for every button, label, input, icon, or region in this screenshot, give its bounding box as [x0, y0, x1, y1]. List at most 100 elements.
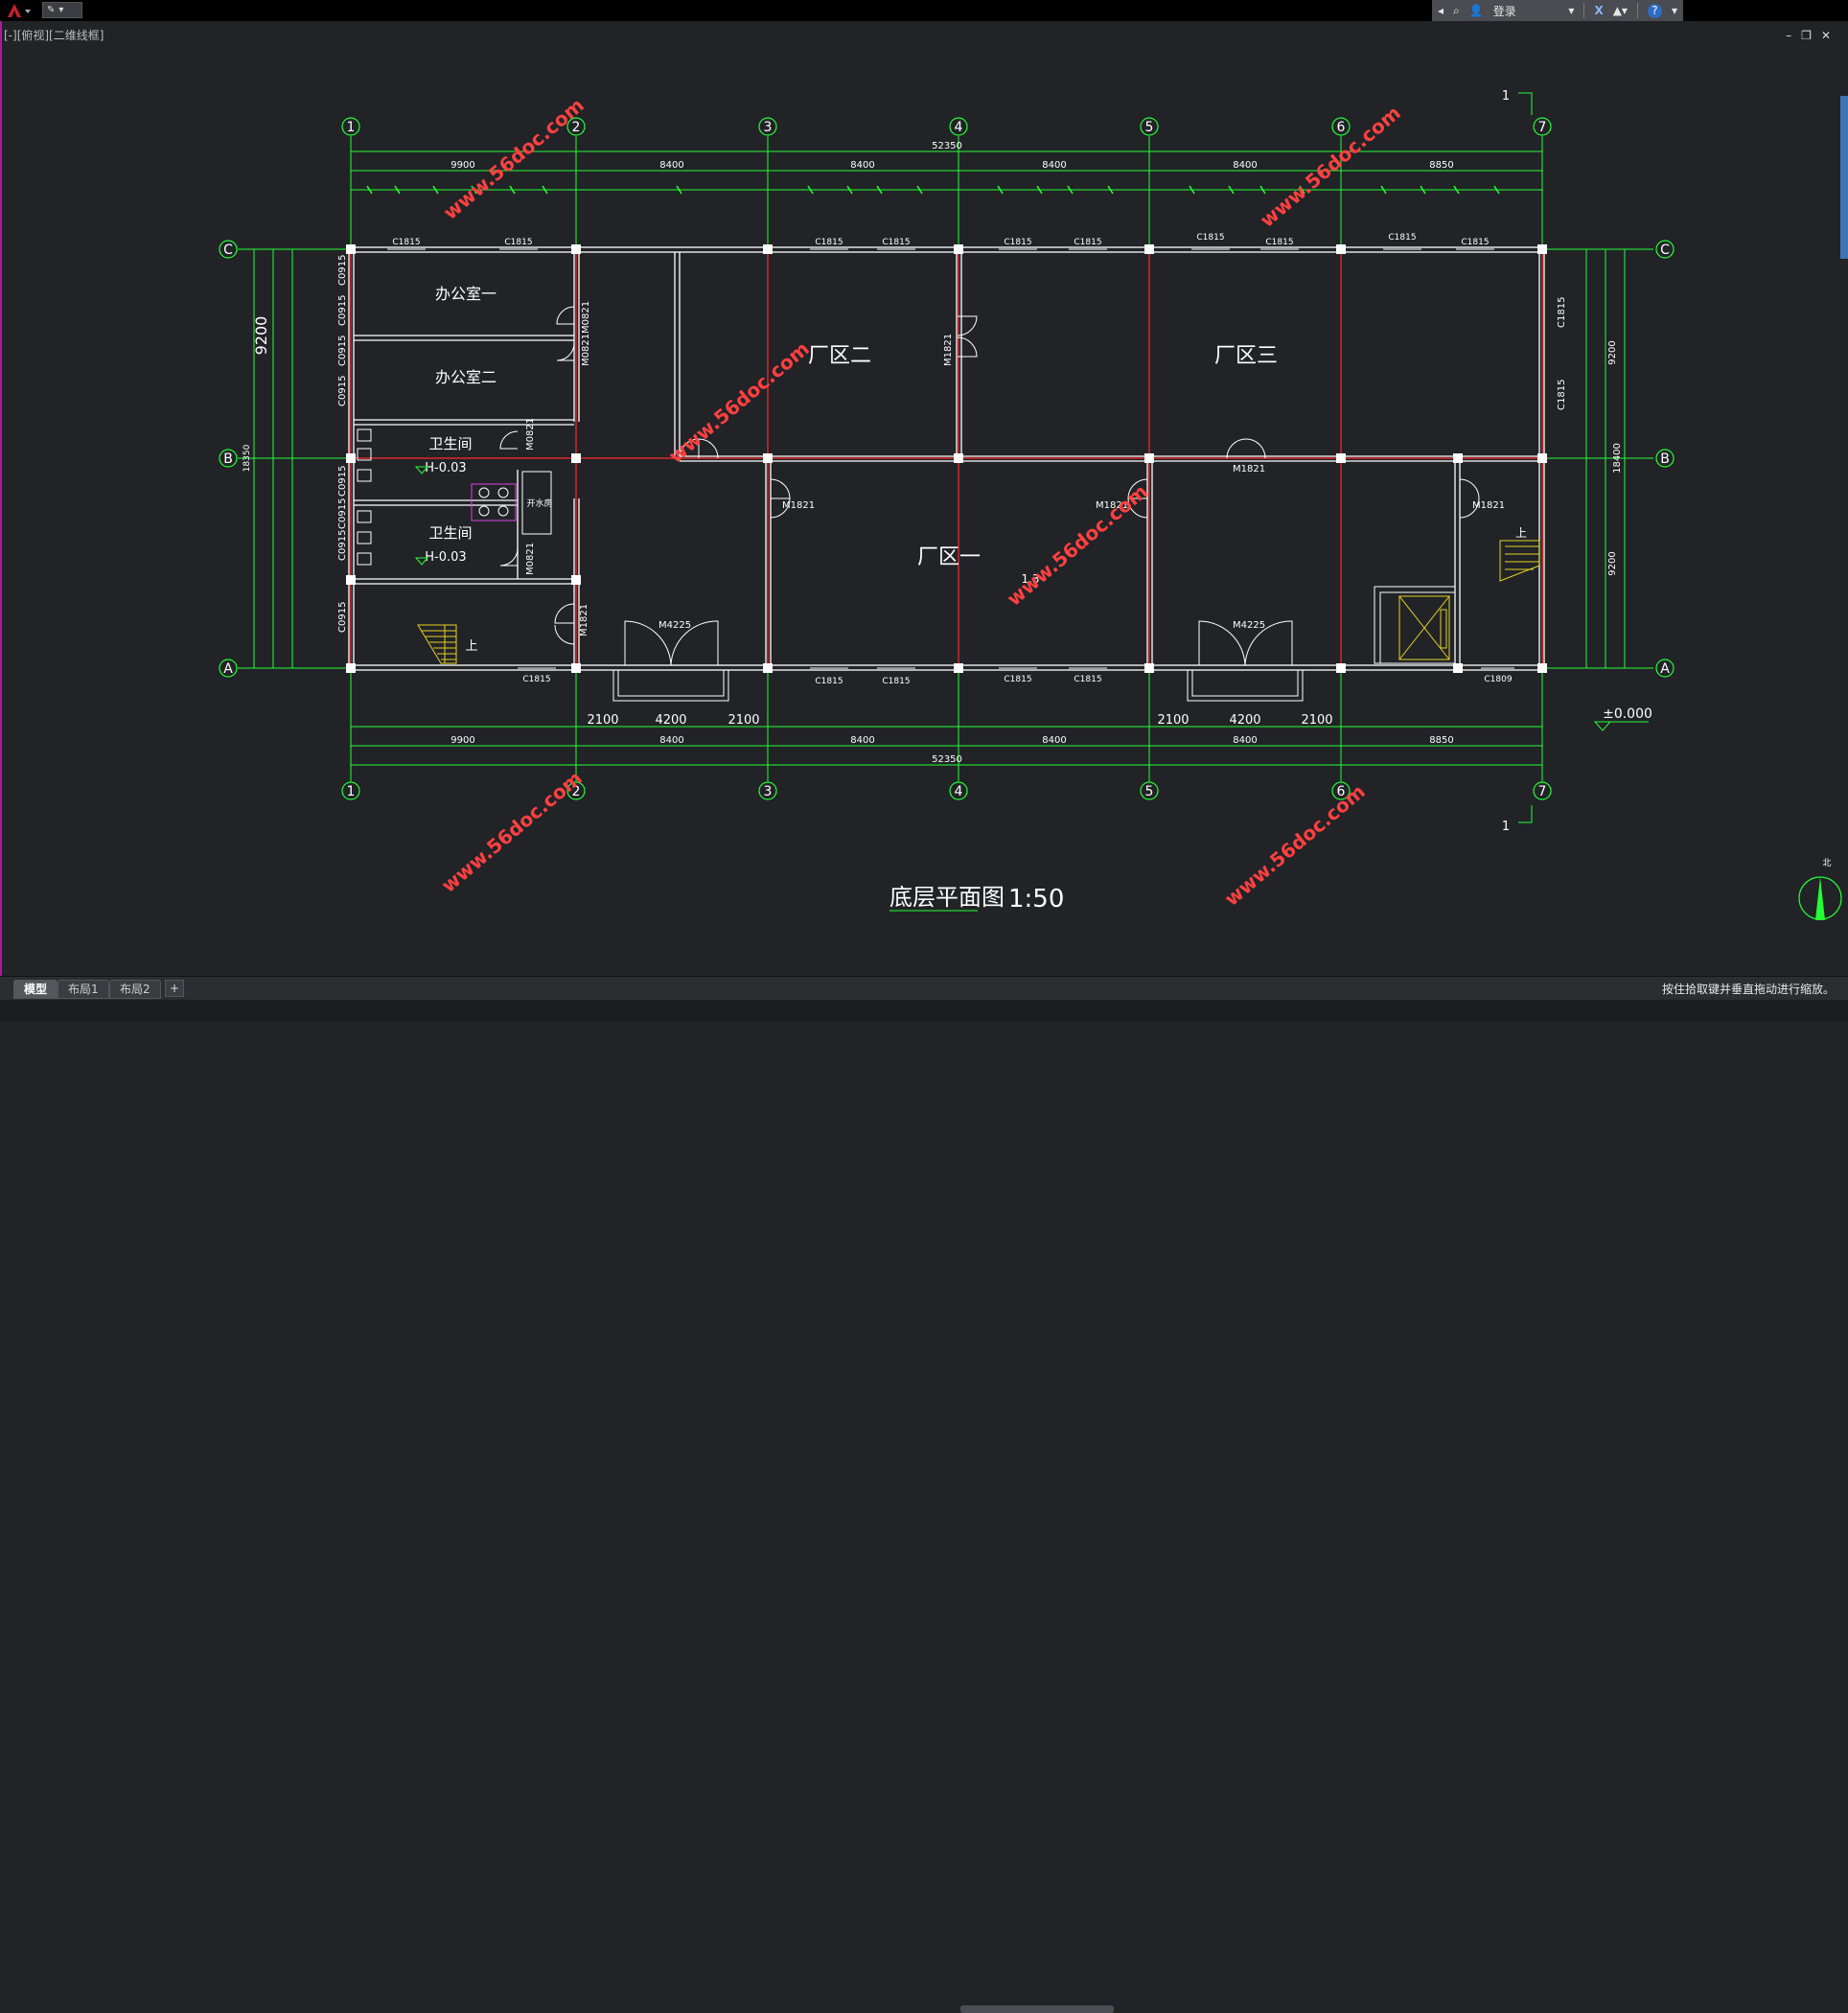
grid-row-b-right: B — [1660, 451, 1670, 467]
window-label: C1815 — [1557, 380, 1567, 410]
section-mark-bottom: 1 — [1502, 820, 1510, 834]
depth-dim-right: 18400 — [1612, 443, 1623, 474]
bay-dim-4: 8400 — [1042, 160, 1066, 171]
grid-col-6: 6 — [1337, 120, 1346, 135]
doors — [499, 306, 1480, 702]
autodesk-a360-icon[interactable]: ▲▾ — [1612, 4, 1628, 17]
window-label: C1815 — [1265, 238, 1293, 247]
tab-layout-1[interactable]: 布局1 — [58, 980, 109, 999]
window-label: C1815 — [1196, 233, 1224, 243]
level-markers — [414, 92, 1649, 912]
window-label: C1815 — [1388, 233, 1416, 243]
bay-dim-b4: 8400 — [1042, 735, 1066, 746]
dropdown-arrow-icon[interactable]: ▾ — [58, 5, 64, 15]
viewport-controls[interactable]: [-][俯视][二维线框] — [4, 29, 104, 42]
minimize-icon[interactable]: – — [1786, 29, 1792, 42]
exchange-icon[interactable]: X — [1594, 4, 1604, 17]
watermark: www.56doc.com — [664, 336, 814, 467]
axis-grid — [350, 249, 1543, 668]
bay-dim-b1: 9900 — [450, 735, 474, 746]
bay-dim-b6: 8850 — [1429, 735, 1453, 746]
help-dropdown-icon[interactable]: ▾ — [1671, 4, 1677, 17]
user-icon: 👤 — [1468, 4, 1484, 17]
tab-layout-2[interactable]: 布局2 — [109, 980, 161, 999]
binoculars-icon[interactable]: ⌕ — [1453, 3, 1460, 17]
grid-row-a: A — [223, 661, 233, 677]
axis-labels: 1 2 3 4 5 6 7 1 2 3 4 5 6 7 C B A C B A — [223, 120, 1670, 799]
close-icon[interactable]: ✕ — [1820, 29, 1831, 42]
window-label: C1815 — [392, 238, 420, 247]
vertical-scrollbar[interactable] — [1840, 96, 1848, 259]
stair-up-label-2: 上 — [1515, 526, 1527, 540]
section-mark-top: 1 — [1502, 89, 1510, 104]
drawing-canvas[interactable]: 1 2 3 4 5 6 7 1 2 3 4 5 6 7 C B A C B A … — [0, 21, 1848, 976]
axis-extensions — [238, 136, 1653, 781]
watermark: www.56doc.com — [437, 766, 587, 896]
grid-col-7-bottom: 7 — [1538, 784, 1547, 799]
window-label: C0915 — [337, 466, 348, 497]
depth-dim-left: 18350 — [243, 444, 252, 472]
command-bar — [0, 1000, 1848, 2013]
grid-col-4: 4 — [955, 120, 963, 135]
window-label: C1815 — [815, 238, 843, 247]
door-label: M0821 — [525, 418, 536, 451]
window-label: C0915 — [337, 336, 348, 366]
bay-dim-b2: 8400 — [659, 735, 683, 746]
window-label: C0915 — [337, 530, 348, 561]
grid-row-b: B — [223, 451, 233, 467]
walls — [348, 246, 1545, 671]
grid-col-2: 2 — [572, 120, 581, 135]
window-label: C0915 — [337, 602, 348, 633]
autocad-logo-icon — [8, 4, 31, 17]
door-label: M1821 — [782, 500, 815, 511]
horizontal-scrollbar[interactable] — [960, 2005, 1114, 2013]
door-label: M1821 — [1472, 500, 1505, 511]
window-label: C0915 — [337, 295, 348, 326]
room-plant-3: 厂区三 — [1214, 344, 1278, 368]
dim-4200-a: 4200 — [655, 713, 686, 728]
window-label: C0915 — [337, 255, 348, 286]
grid-col-3: 3 — [764, 120, 773, 135]
elevator-shaft — [1374, 586, 1456, 664]
login-dropdown-icon[interactable]: ▾ — [1568, 4, 1575, 17]
right-dim-lower: 9200 — [1607, 551, 1618, 575]
axis-bubbles — [219, 117, 1675, 800]
stair-up-label: 上 — [465, 639, 477, 654]
login-button[interactable]: 登录 — [1492, 4, 1516, 18]
dim-2100-b: 2100 — [728, 713, 759, 728]
door-label: M4225 — [658, 620, 691, 631]
info-center: ◂ ⌕ 👤 登录 ▾ X ▲▾ ? ▾ — [1432, 0, 1683, 21]
left-dim-9200: 9200 — [252, 316, 270, 356]
restore-icon[interactable]: ❐ — [1801, 29, 1812, 42]
scroll-left-icon[interactable]: ◂ — [1438, 4, 1444, 17]
title-scale: 1:50 — [1008, 885, 1064, 914]
window-label: C1815 — [1074, 238, 1101, 247]
separator — [1636, 3, 1638, 18]
app-menu-button[interactable] — [0, 0, 35, 21]
door-label: M1821 — [943, 334, 954, 366]
save-icon[interactable]: ✎ — [47, 5, 56, 15]
tab-model[interactable]: 模型 — [13, 980, 58, 999]
grid-col-4-bottom: 4 — [955, 784, 963, 799]
bay-dim-b3: 8400 — [850, 735, 874, 746]
window-label: C1815 — [1004, 238, 1031, 247]
help-icon[interactable]: ? — [1647, 3, 1662, 18]
room-plant-1: 厂区一 — [917, 545, 981, 569]
room-labels: 办公室一 办公室二 卫生间 H-0.03 卫生间 H-0.03 开水房 厂区二 … — [425, 89, 1831, 868]
dim-2100-d: 2100 — [1301, 713, 1332, 728]
toilet-fixtures — [357, 428, 552, 566]
columns — [346, 244, 1547, 673]
watermarks: www.56doc.com www.56doc.com www.56doc.co… — [437, 93, 1405, 910]
quick-access-toolbar[interactable]: ✎ ▾ — [42, 2, 82, 18]
bay-dim-6: 8850 — [1429, 160, 1453, 171]
window-label: C1815 — [815, 677, 843, 686]
grid-row-c-right: C — [1660, 243, 1670, 258]
add-layout-button[interactable]: + — [165, 980, 184, 997]
bay-dim-3: 8400 — [850, 160, 874, 171]
grid-col-1-bottom: 1 — [347, 784, 356, 799]
door-label: M0821 — [581, 334, 591, 366]
window-label: C1815 — [522, 675, 550, 684]
door-labels: M4225 M4225 M1821 M1821 M1821 M1821 M182… — [337, 255, 1567, 636]
bay-dim-5: 8400 — [1233, 160, 1257, 171]
room-plant-2: 厂区二 — [808, 344, 871, 368]
